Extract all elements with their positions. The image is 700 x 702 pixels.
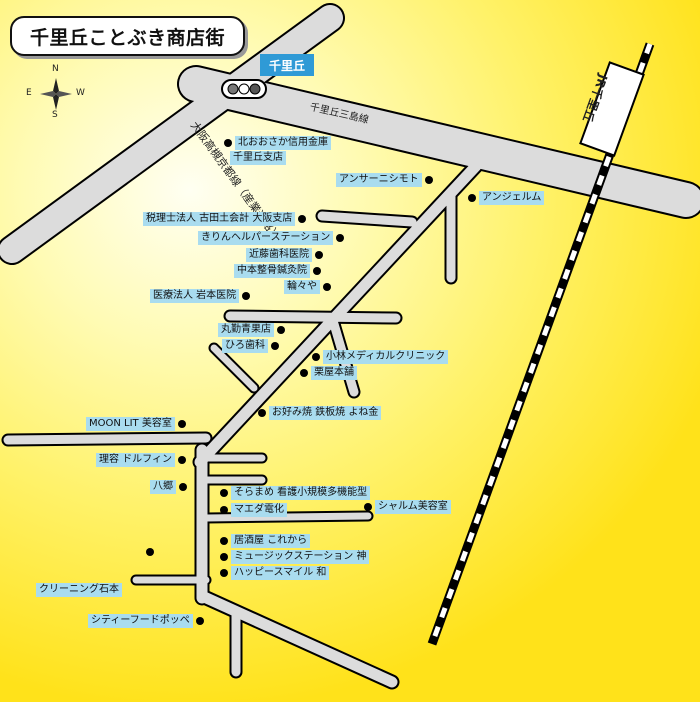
location-dot-icon xyxy=(146,548,154,556)
location-dot-icon xyxy=(195,617,204,625)
shop-moonlit: MOON LIT 美容室 xyxy=(86,417,186,431)
page-title: 千里丘ことぶき商店街 xyxy=(10,16,245,56)
location-dot-icon xyxy=(220,569,228,577)
shop-maeda: マエダ電化 xyxy=(220,503,287,517)
location-dot-icon xyxy=(220,553,228,561)
station-label: 千里丘 xyxy=(260,54,314,76)
compass-n: N xyxy=(52,64,59,74)
location-dot-icon xyxy=(179,483,187,491)
location-dot-icon xyxy=(258,409,266,417)
location-dot-icon xyxy=(424,176,433,184)
location-dot-icon xyxy=(242,292,251,300)
location-dot-icon xyxy=(336,234,345,242)
location-dot-icon xyxy=(220,537,228,545)
shop-kondo: 近藤歯科医院 xyxy=(246,248,323,262)
shop-soramame: そらまめ 看護小規模多機能型 xyxy=(220,486,371,500)
shop-kirin: きりんヘルパーステーション xyxy=(198,231,345,245)
shop-ishimoto: クリーニング石本 xyxy=(36,583,122,597)
location-dot-icon xyxy=(298,215,307,223)
compass-s: S xyxy=(52,110,58,120)
location-dot-icon xyxy=(271,342,279,350)
compass-icon xyxy=(40,78,72,110)
location-dot-icon xyxy=(323,283,331,291)
shop-dolphin: 理容 ドルフィン xyxy=(96,453,186,467)
shop-kobayashi: 小林メディカルクリニック xyxy=(312,350,449,364)
shop-zeirishi: 税理士法人 古田土会計 大阪支店 xyxy=(143,212,307,226)
shop-marukin: 丸勤青果店 xyxy=(218,323,285,337)
shop-shinkin-branch: 千里丘支店 xyxy=(230,151,286,165)
location-dot-icon xyxy=(220,489,228,497)
location-dot-icon xyxy=(300,369,308,377)
shop-angel: アンジェルム xyxy=(468,191,545,205)
location-dot-icon xyxy=(177,456,186,464)
location-dot-icon xyxy=(315,251,323,259)
traffic-signal-icon xyxy=(221,79,267,99)
shop-sharum: シャルム美容室 xyxy=(364,500,451,514)
shop-poppe: シティーフードポッペ xyxy=(88,614,204,628)
shop-hachigo: 八郷 xyxy=(150,480,187,494)
shop-hiro: ひろ歯科 xyxy=(222,339,279,353)
shop-kuriya: 栗屋本舗 xyxy=(300,366,357,380)
location-dot-icon xyxy=(312,353,320,361)
location-dot-icon xyxy=(364,503,372,511)
compass: N S E W xyxy=(26,64,85,122)
shop-answer: アンサーニシモト xyxy=(336,173,433,187)
shop-nakamoto: 中本整骨鍼灸院 xyxy=(234,264,321,278)
location-dot-icon xyxy=(468,194,476,202)
jr-label-box xyxy=(579,61,645,157)
compass-e: E xyxy=(26,88,32,98)
shop-iwamoto: 医療法人 岩本医院 xyxy=(150,289,251,303)
location-dot-icon xyxy=(177,420,186,428)
location-dot-icon xyxy=(277,326,285,334)
shop-happy: ハッピースマイル 和 xyxy=(220,566,330,580)
location-dot-icon xyxy=(220,506,228,514)
shop-jin: ミュージックステーション 神 xyxy=(220,550,370,564)
shop-shinkin: 北おおさか信用金庫 xyxy=(224,136,331,150)
location-dot-icon xyxy=(313,267,321,275)
shop-korekara: 居酒屋 これから xyxy=(220,534,311,548)
compass-w: W xyxy=(76,88,85,98)
shop-okonomi: お好み焼 鉄板焼 よね金 xyxy=(258,406,382,420)
location-dot-icon xyxy=(224,139,232,147)
shop-wawaya: 輪々や xyxy=(284,280,331,294)
